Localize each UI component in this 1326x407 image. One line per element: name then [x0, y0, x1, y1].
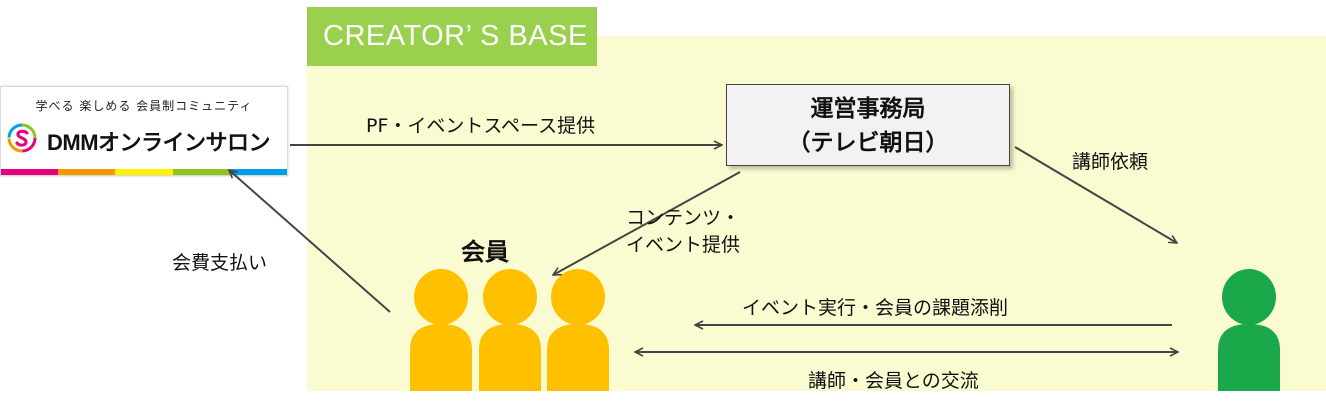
event-label: イベント実行・会員の課題添削: [742, 297, 1009, 319]
logo-bar-segment: [58, 169, 116, 175]
members-group: [410, 269, 609, 391]
platform-label: PF・イベントスペース提供: [366, 115, 596, 137]
instructor-figure: [1218, 269, 1280, 391]
logo-color-bar: [1, 169, 288, 175]
fee-label: 会費支払い: [172, 252, 268, 274]
content-label: コンテンツ・ イベント提供: [626, 205, 740, 259]
operations-office-box: 運営事務局 （テレビ朝日）: [726, 84, 1010, 166]
logo-bar-segment: [229, 169, 288, 175]
member-person-icon: [410, 269, 472, 391]
logo-bar-segment: [1, 169, 59, 175]
logo-brand-name: DMMオンラインサロン: [47, 130, 271, 155]
logo-bar-segment: [172, 169, 230, 175]
instructor-person-icon: [1218, 269, 1280, 391]
member-person-icon: [479, 269, 541, 391]
office-name: 運営事務局: [810, 96, 926, 122]
content-arrow: [553, 171, 741, 276]
office-affiliation: （テレビ朝日）: [787, 130, 949, 156]
dmm-online-salon-logo: 学べる 楽しめる 会員制コミュニティ DMMオンラインサロン: [0, 86, 288, 176]
logo-tagline: 学べる 楽しめる 会員制コミュニティ: [35, 99, 253, 113]
creators-base-title: CREATOR’ S BASE: [307, 7, 597, 66]
members-heading: 会員: [461, 238, 509, 266]
exchange-label: 講師・会員との交流: [808, 370, 979, 392]
content-label-line2: イベント提供: [626, 234, 741, 256]
fee-arrow: [229, 170, 391, 313]
logo-bar-segment: [115, 169, 173, 175]
member-person-icon: [547, 269, 609, 391]
content-label-line1: コンテンツ・: [626, 207, 741, 229]
salon-s-mark-icon: [7, 123, 37, 153]
request-arrow: [1014, 146, 1177, 243]
request-label: 講師依頼: [1072, 151, 1149, 173]
